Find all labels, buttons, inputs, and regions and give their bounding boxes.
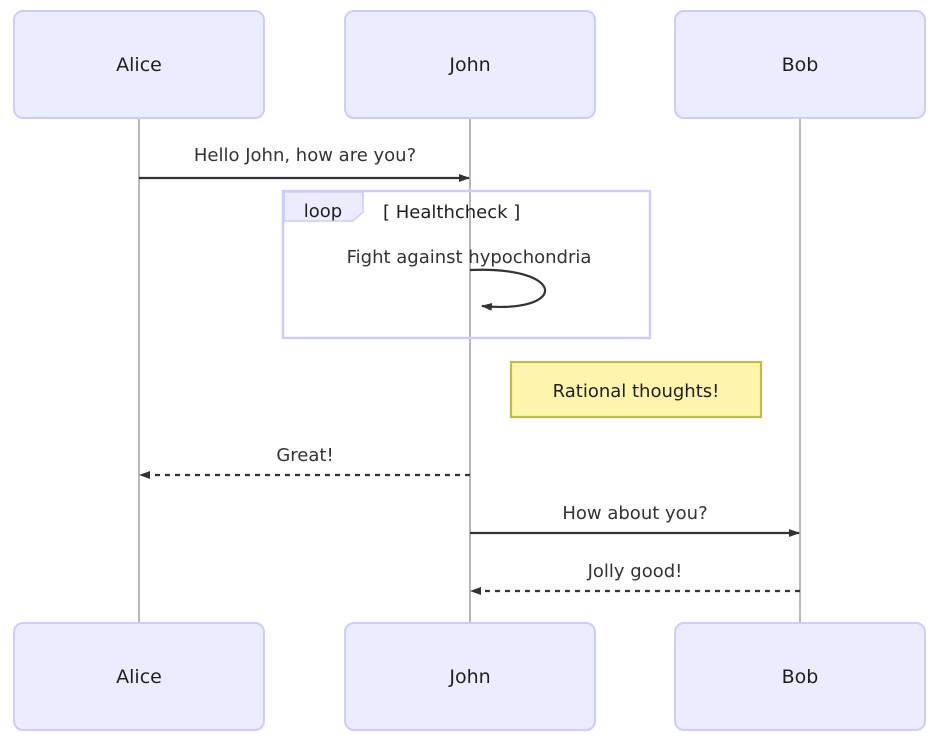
actor-box-john-bottom[interactable]	[344, 622, 596, 731]
fragments-group: loop [ Healthcheck ]	[281, 189, 652, 340]
actor-box-bob-top[interactable]	[674, 10, 926, 119]
note-box[interactable]	[509, 360, 763, 419]
lifelines-group	[138, 118, 801, 623]
actor-label-john-top: John	[448, 54, 490, 76]
loop-condition-label: [ Healthcheck ]	[383, 202, 520, 223]
actor-label-bob-top: Bob	[782, 54, 819, 76]
message-label-m4: How about you?	[562, 503, 707, 524]
loop-keyword-label: loop	[304, 201, 342, 222]
loop-keyword-tab	[283, 191, 364, 222]
actor-label-alice-bottom: Alice	[116, 666, 162, 688]
actor-box-alice-bottom[interactable]	[13, 622, 265, 731]
loop-fragment-box[interactable]	[281, 189, 652, 340]
message-label-m2: Fight against hypochondria	[347, 247, 592, 268]
message-label-m1: Hello John, how are you?	[194, 145, 416, 166]
actor-box-john-top[interactable]	[344, 10, 596, 119]
message-label-m3: Great!	[276, 445, 333, 466]
message-label-m5: Jolly good!	[587, 561, 683, 582]
note-label: Rational thoughts!	[553, 381, 720, 402]
messages-group: Hello John, how are you? Fight against hy…	[139, 145, 800, 595]
actor-label-john-bottom: John	[448, 666, 490, 688]
actor-box-bob-bottom[interactable]	[674, 622, 926, 731]
notes-group: Rational thoughts!	[509, 360, 763, 419]
message-arrow-m2[interactable]	[469, 268, 547, 311]
actor-label-bob-bottom: Bob	[782, 666, 819, 688]
actor-label-alice-top: Alice	[116, 54, 162, 76]
actor-box-alice-top[interactable]	[13, 10, 265, 119]
